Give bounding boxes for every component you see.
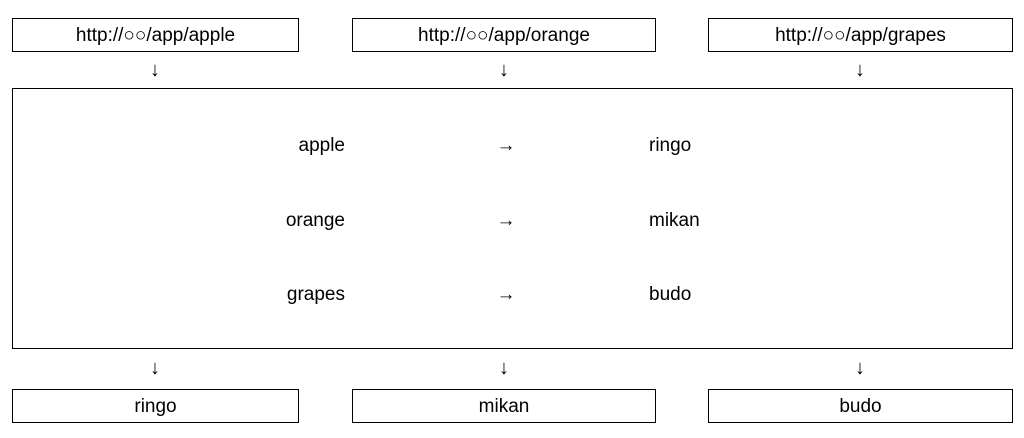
output-box-budo: budo [708, 389, 1013, 423]
url-text: http://○○/app/apple [75, 24, 236, 46]
right-arrow-icon: → [496, 210, 516, 231]
right-arrow-icon: → [496, 135, 516, 156]
output-box-ringo: ringo [12, 389, 299, 423]
mapping-key: grapes [286, 284, 345, 305]
url-text: http://○○/app/orange [418, 24, 590, 46]
down-arrow-icon: ↓ [855, 59, 865, 81]
url-box-grapes: http://○○/app/grapes [708, 18, 1013, 52]
down-arrow-icon: ↓ [150, 59, 160, 81]
mapping-box: apple → ringo orange → mikan grapes → bu… [12, 88, 1013, 349]
output-text: budo [839, 395, 882, 417]
url-text: http://○○/app/grapes [775, 24, 946, 46]
output-text: ringo [134, 395, 177, 417]
mapping-key: orange [285, 210, 345, 231]
output-box-mikan: mikan [352, 389, 656, 423]
output-text: mikan [478, 395, 530, 417]
mapping-row: apple → ringo [13, 131, 1012, 161]
down-arrow-icon: ↓ [499, 357, 509, 379]
mapping-value: budo [649, 284, 692, 305]
down-arrow-icon: ↓ [150, 357, 160, 379]
down-arrow-icon: ↓ [499, 59, 509, 81]
mapping-row: grapes → budo [13, 280, 1012, 310]
mapping-row: orange → mikan [13, 206, 1012, 236]
mapping-value: mikan [649, 210, 700, 231]
url-box-apple: http://○○/app/apple [12, 18, 299, 52]
down-arrow-icon: ↓ [855, 357, 865, 379]
mapping-key: apple [298, 135, 346, 156]
right-arrow-icon: → [496, 284, 516, 305]
url-box-orange: http://○○/app/orange [352, 18, 656, 52]
mapping-value: ringo [649, 135, 692, 156]
